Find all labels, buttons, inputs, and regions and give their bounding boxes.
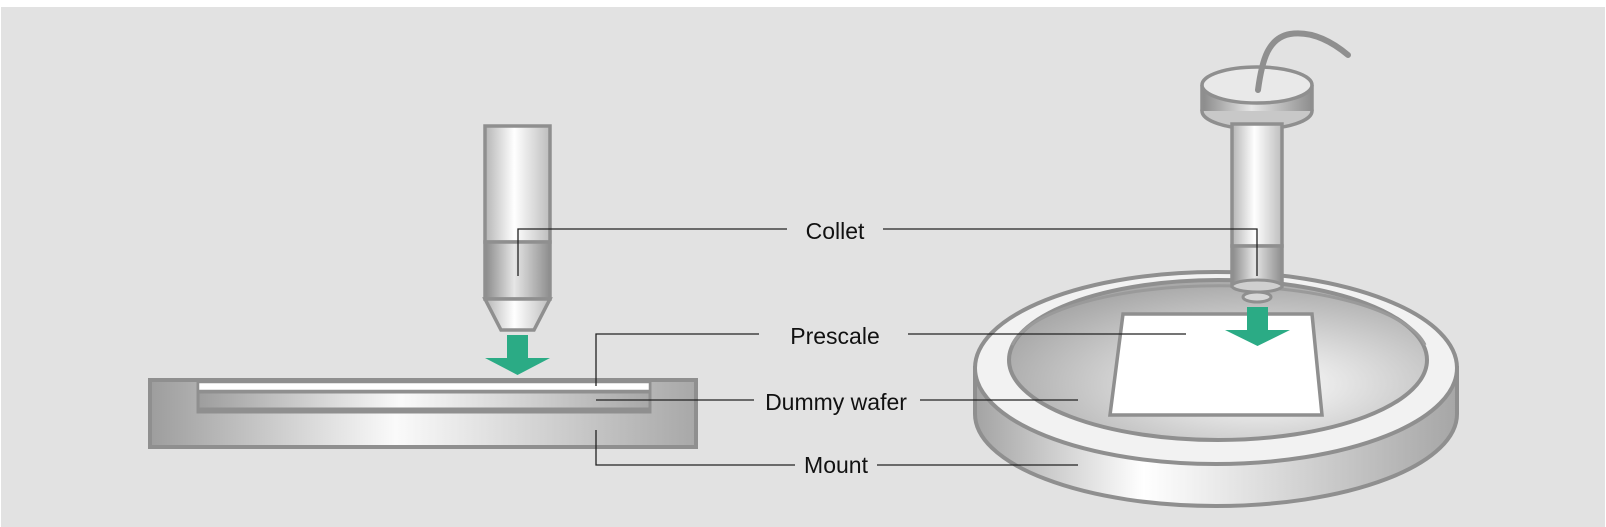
leader-collet-left [517, 228, 787, 276]
perspective-view-illustration [973, 30, 1459, 508]
side-collet [482, 124, 553, 332]
leader-prescale-left [595, 333, 759, 386]
side-dummy-wafer [196, 390, 652, 411]
leader-lines [517, 228, 1258, 466]
label-mount: Mount [804, 452, 869, 478]
label-prescale: Prescale [790, 323, 879, 349]
side-prescale [196, 380, 652, 393]
side-down-arrow [485, 335, 550, 375]
label-collet: Collet [806, 218, 865, 244]
label-dummy-wafer: Dummy wafer [765, 389, 907, 415]
leader-collet-right [883, 228, 1258, 276]
top-collet [1200, 30, 1351, 304]
top-down-arrow [1225, 307, 1290, 346]
leader-mount-left [595, 430, 795, 466]
top-prescale-sheet [1108, 312, 1324, 417]
